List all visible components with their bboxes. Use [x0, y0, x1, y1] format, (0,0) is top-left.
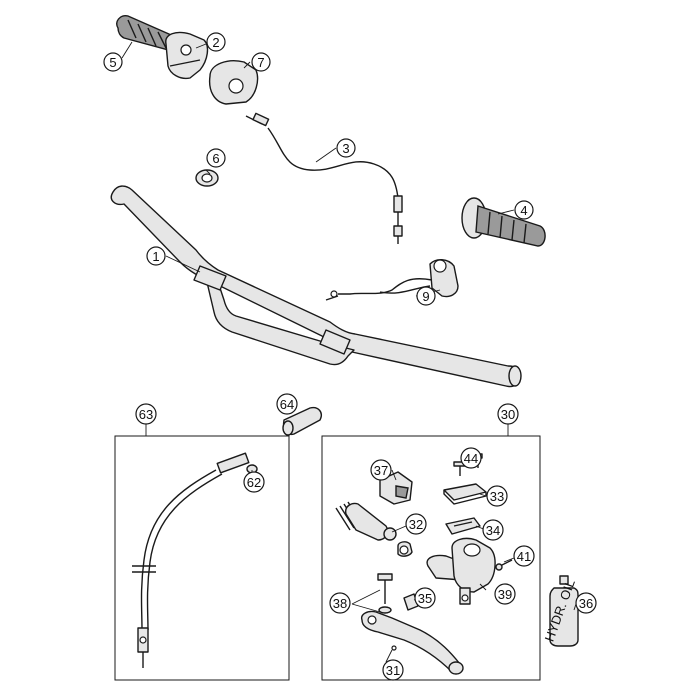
svg-text:38: 38	[333, 596, 347, 611]
callout-5: 5	[103, 52, 123, 72]
svg-text:33: 33	[490, 489, 504, 504]
svg-text:39: 39	[498, 587, 512, 602]
svg-text:35: 35	[418, 591, 432, 606]
svg-text:7: 7	[257, 55, 264, 70]
callout-1: 1	[146, 246, 166, 266]
handlebar	[110, 185, 522, 388]
callout-30: 30	[497, 403, 519, 425]
svg-text:3: 3	[342, 141, 349, 156]
callout-62: 62	[243, 471, 265, 493]
throttle-cable	[245, 112, 403, 244]
grip-sleeve	[282, 406, 322, 436]
callout-34: 34	[482, 519, 504, 541]
master-cylinder-body	[426, 537, 496, 605]
callout-35: 35	[414, 587, 436, 609]
svg-text:34: 34	[486, 523, 500, 538]
svg-text:44: 44	[464, 451, 478, 466]
callout-64: 64	[276, 393, 298, 415]
callout-41: 41	[513, 545, 535, 567]
throttle-housing	[165, 31, 209, 80]
callout-44: 44	[460, 447, 482, 469]
hydraulic-clamp	[379, 471, 413, 505]
kill-switch	[325, 259, 459, 301]
callout-9: 9	[416, 286, 436, 306]
callout-7: 7	[251, 52, 271, 72]
callout-39: 39	[494, 583, 516, 605]
callout-38: 38	[329, 592, 351, 614]
callout-4: 4	[514, 200, 534, 220]
throttle-pulley	[208, 60, 259, 105]
callout-63: 63	[135, 403, 157, 425]
svg-text:41: 41	[517, 549, 531, 564]
svg-text:6: 6	[212, 151, 219, 166]
callout-2: 2	[206, 32, 226, 52]
reservoir-cover	[443, 483, 487, 505]
bushing	[195, 169, 219, 187]
svg-text:4: 4	[520, 203, 527, 218]
bleed-screw	[495, 559, 513, 571]
piston-kit	[335, 501, 413, 557]
svg-text:63: 63	[139, 407, 153, 422]
clutch-lever	[361, 610, 464, 675]
pivot-bolt	[377, 573, 393, 614]
svg-text:5: 5	[109, 55, 116, 70]
svg-text:9: 9	[422, 289, 429, 304]
svg-text:62: 62	[247, 475, 261, 490]
clutch-cable	[132, 452, 250, 668]
svg-text:30: 30	[501, 407, 515, 422]
svg-text:2: 2	[212, 35, 219, 50]
diaphragm	[445, 517, 481, 535]
callout-33: 33	[486, 485, 508, 507]
hydraulic-oil-bottle: HYDR. OIL	[542, 575, 579, 647]
svg-text:36: 36	[579, 596, 593, 611]
clutch-cable-box	[114, 435, 290, 681]
callout-32: 32	[405, 513, 427, 535]
callout-36: 36	[575, 592, 597, 614]
svg-text:32: 32	[409, 517, 423, 532]
callout-6: 6	[206, 148, 226, 168]
callout-3: 3	[336, 138, 356, 158]
left-grip	[461, 197, 546, 247]
clutch-master-box	[321, 435, 541, 681]
svg-text:1: 1	[152, 249, 159, 264]
callout-37: 37	[370, 459, 392, 481]
svg-text:37: 37	[374, 463, 388, 478]
callout-31: 31	[382, 659, 404, 681]
svg-text:31: 31	[386, 663, 400, 678]
svg-text:64: 64	[280, 397, 294, 412]
